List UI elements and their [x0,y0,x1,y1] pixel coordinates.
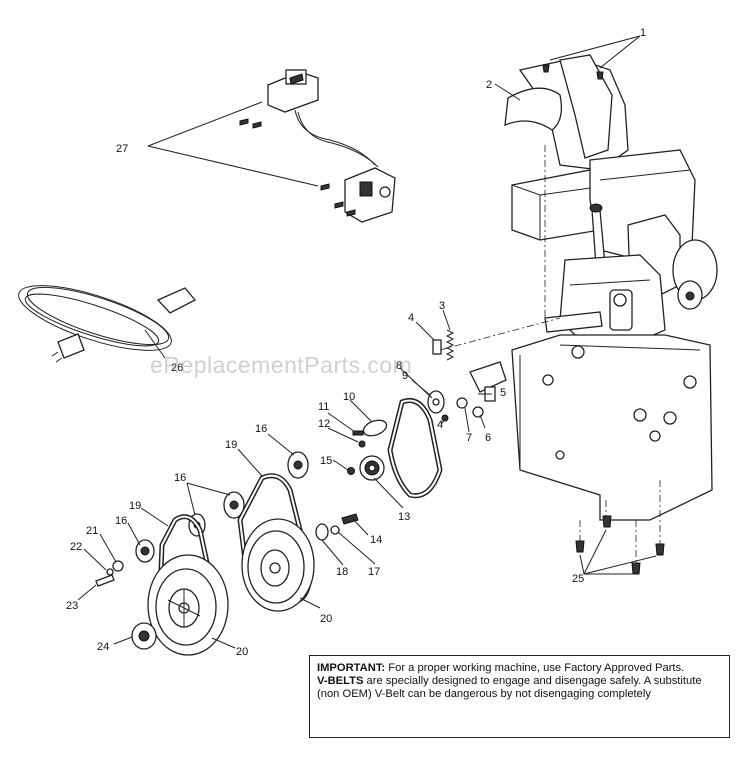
drive-hardware [315,329,507,541]
engine-assembly [504,54,718,346]
callout-17: 17 [368,566,380,578]
callout-24: 24 [97,641,109,653]
callout-16-third: 16 [115,515,127,527]
callout-19: 19 [225,439,237,451]
extension-cord [18,285,197,363]
callout-7: 7 [466,432,472,444]
callout-11: 11 [318,401,329,413]
leader-lines [77,35,657,649]
callout-1: 1 [640,27,646,39]
frame-plate [439,145,713,565]
important-notice: IMPORTANT: For a proper working machine,… [309,655,730,738]
callout-9: 9 [402,370,408,382]
callout-4-second: 4 [437,419,443,431]
callout-8: 8 [396,360,402,372]
callout-labels: 1 2 3 4 4 5 6 7 8 9 10 11 12 13 14 15 16… [66,27,646,658]
callout-16: 16 [255,423,267,435]
callout-20: 20 [320,613,332,625]
callout-18: 18 [336,566,348,578]
bolt-set-25 [575,515,665,575]
callout-2: 2 [486,79,492,91]
callout-21: 21 [86,525,98,537]
callout-19-second: 19 [129,500,141,512]
callout-14: 14 [370,534,382,546]
callout-20-second: 20 [236,646,248,658]
callout-25: 25 [572,573,584,585]
watermark: eReplacementParts.com [150,352,413,378]
callout-16-second: 16 [174,472,186,484]
important-text: For a proper working machine, use Factor… [385,662,685,674]
pulley-assembly [95,451,315,656]
callout-27: 27 [116,143,128,155]
callout-3: 3 [439,300,445,312]
callout-23: 23 [66,600,78,612]
electric-starter-box [239,69,396,223]
callout-5: 5 [500,387,506,399]
vbelts-text: are specially designed to engage and dis… [317,675,702,700]
callout-10: 10 [343,391,355,403]
callout-12: 12 [318,418,330,430]
callout-6: 6 [485,432,491,444]
callout-26: 26 [171,362,183,374]
callout-15: 15 [320,455,332,467]
important-label: IMPORTANT: [317,662,386,674]
vbelts-label: V-BELTS [317,675,364,687]
callout-13: 13 [398,511,410,523]
callout-22: 22 [70,541,82,553]
callout-4: 4 [408,312,414,324]
